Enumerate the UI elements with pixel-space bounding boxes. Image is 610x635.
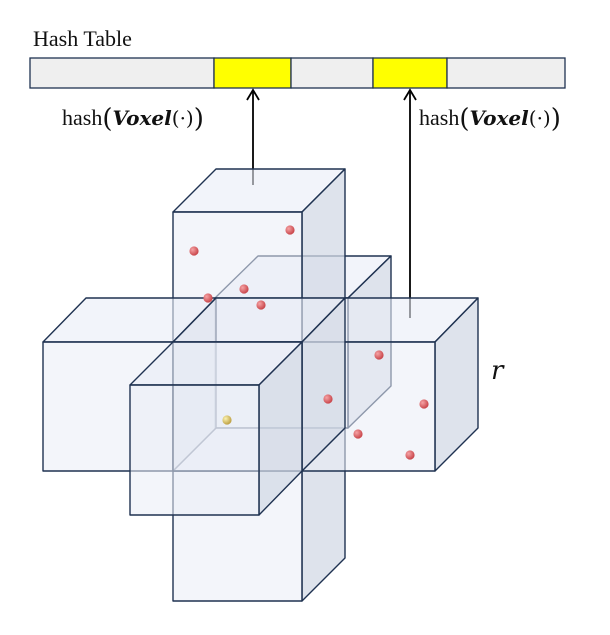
inner-arg: (·) [528, 106, 551, 130]
sample-point [285, 225, 295, 235]
hash-slot [213, 57, 292, 89]
sample-point [405, 450, 415, 460]
hash-slot [290, 57, 374, 89]
center-point [222, 415, 232, 425]
hash-slot [29, 57, 215, 89]
sample-points [189, 225, 429, 460]
hash-slot [446, 57, 566, 89]
sample-point [374, 350, 384, 360]
hash-fn-text: hash [62, 105, 103, 130]
close-paren: ) [550, 104, 561, 134]
hash-fn-text: hash [419, 105, 460, 130]
sample-point [353, 429, 363, 439]
voxel-text: Voxel [469, 106, 529, 130]
hash-slot [372, 57, 448, 89]
open-paren: ( [459, 104, 470, 134]
hash-function-label: hash(Voxel(·)) [419, 104, 561, 134]
open-paren: ( [102, 104, 113, 134]
close-paren: ) [193, 104, 204, 134]
sample-point [419, 399, 429, 409]
hash-function-label: hash(Voxel(·)) [62, 104, 204, 134]
hash-arrow [403, 88, 417, 318]
hash-table [29, 57, 566, 89]
sample-point [203, 293, 213, 303]
radius-label: r [491, 356, 504, 386]
sample-point [189, 246, 199, 256]
voxel-text: Voxel [112, 106, 172, 130]
sample-point [239, 284, 249, 294]
voxel-cube-front [129, 341, 303, 516]
inner-arg: (·) [171, 106, 194, 130]
sample-point [256, 300, 266, 310]
sample-point [323, 394, 333, 404]
hash-table-title: Hash Table [33, 26, 132, 51]
